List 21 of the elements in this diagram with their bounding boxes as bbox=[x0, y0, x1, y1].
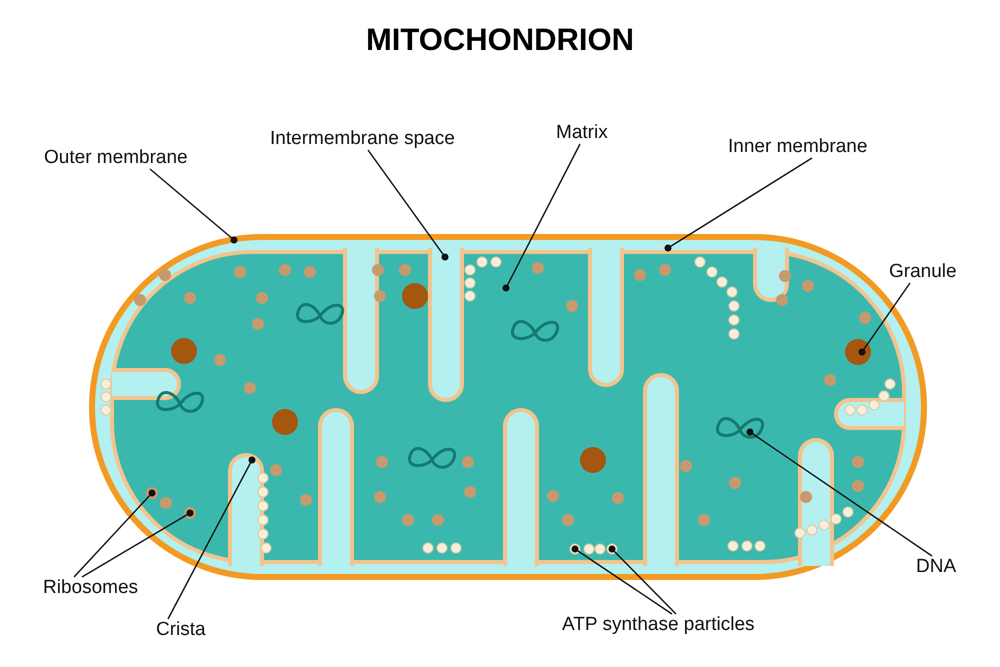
leader-line bbox=[150, 168, 238, 244]
title: MITOCHONDRION bbox=[364, 22, 636, 58]
leader-line bbox=[82, 510, 194, 578]
leader-line bbox=[608, 546, 676, 614]
leader-line bbox=[73, 490, 156, 578]
part-label: Inner membrane bbox=[728, 136, 868, 158]
leader-line bbox=[572, 546, 672, 615]
part-label: Granule bbox=[889, 261, 957, 283]
leader-line bbox=[746, 428, 932, 557]
leader-line bbox=[664, 157, 812, 252]
leader-line bbox=[167, 456, 256, 620]
part-label: DNA bbox=[916, 556, 956, 578]
part-label: Ribosomes bbox=[43, 577, 138, 599]
leader-line bbox=[858, 282, 911, 356]
part-label: ATP synthase particles bbox=[562, 614, 755, 636]
part-label: Outer membrane bbox=[44, 147, 188, 169]
part-label: Intermembrane space bbox=[270, 128, 455, 150]
part-label: Crista bbox=[156, 619, 206, 641]
leader-line bbox=[367, 150, 448, 260]
leader-line bbox=[502, 144, 581, 292]
part-label: Matrix bbox=[556, 122, 608, 144]
